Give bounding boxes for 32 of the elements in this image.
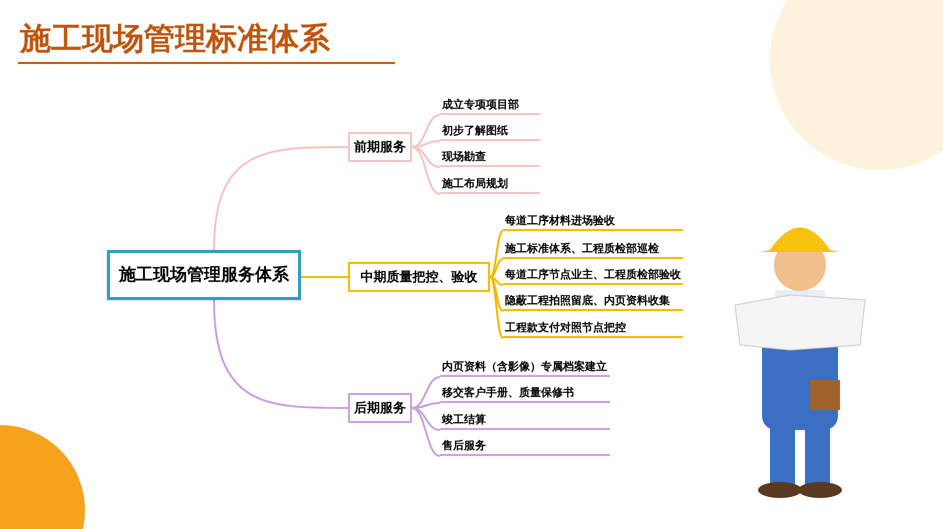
leaf-item: 初步了解图纸 [440,123,540,141]
connector-line [412,376,440,409]
leaf-item: 内页资料（含影像）专属档案建立 [440,359,610,377]
leaf-item: 现场勘查 [440,149,540,167]
leaf-item: 每道工序节点业主、工程质检部验收 [503,267,683,285]
title: 施工现场管理标准体系 [20,20,330,58]
leaf-item: 施工布局规划 [440,176,540,194]
leaf-item: 每道工序材料进场验收 [503,213,683,231]
branch-box: 中期质量把控、验收 [348,262,490,292]
leaf-item: 移交客户手册、质量保修书 [440,385,610,403]
connector-line [301,276,348,278]
connector-line [412,146,440,195]
leaf-item: 竣工结算 [440,412,610,430]
connector-line [490,276,504,286]
connector-line [490,276,504,312]
branch-box: 后期服务 [348,393,412,423]
leaf-item: 售后服务 [440,438,610,456]
leaf-item: 成立专项项目部 [440,97,540,115]
connector-line [489,230,504,278]
connector-line [490,258,504,278]
connector-line [412,407,440,431]
branch-box: 前期服务 [348,132,412,162]
connector-line [489,276,504,339]
root-box: 施工现场管理服务体系 [107,250,301,300]
connector-line [412,407,440,457]
leaf-item: 隐蔽工程拍照留底、内页资料收集 [503,293,683,311]
leaf-item: 施工标准体系、工程质检部巡检 [503,241,683,259]
leaf-item: 工程款支付对照节点把控 [503,320,683,338]
connector-line [213,146,348,250]
connector-line [412,114,440,148]
connector-line [213,300,348,409]
connector-line [412,402,440,409]
